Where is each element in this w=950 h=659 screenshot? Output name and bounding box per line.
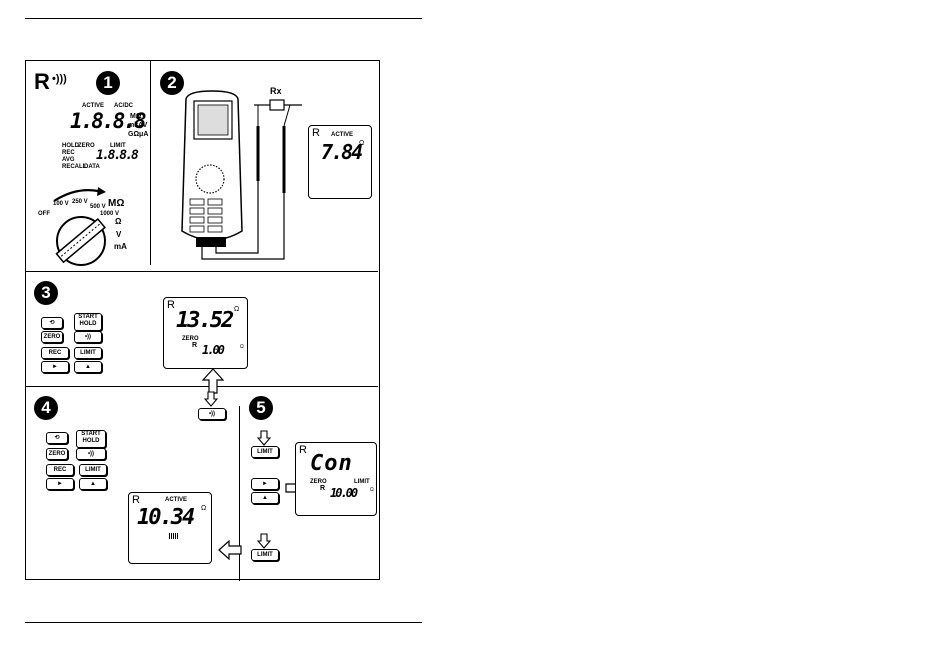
play-button[interactable]: ► (41, 361, 69, 373)
lcd-big-digits: 1.8.8.8 (70, 109, 147, 133)
press-arrow-icon-bottom (257, 533, 271, 549)
buzzer-button[interactable]: •)) (76, 448, 106, 460)
zero-button[interactable]: ZERO (41, 331, 63, 343)
bargraph-icon (169, 533, 179, 539)
mode-label: R (34, 69, 50, 94)
divider-v-bottom (239, 406, 240, 581)
step-3-badge: 3 (34, 281, 58, 305)
meter-with-resistor (181, 90, 302, 260)
lcd-value: 7.84 (321, 140, 363, 164)
divider-h-2 (26, 386, 378, 387)
divider-h-1 (26, 271, 378, 272)
buzzer-icon: •))) (52, 73, 67, 85)
lcd-panel-5: R Con ZERO LIMIT R 10.00 Ω (295, 442, 377, 516)
step-5-badge: 5 (249, 396, 273, 420)
full-lcd-segments: ACTIVE AC/DC 1.8.8.8 MΩ mkAV GΩμA HOLD Z… (62, 103, 149, 170)
zero-button[interactable]: ZERO (46, 448, 68, 460)
lcd-sub-value: 1.00 (202, 343, 225, 357)
step-4-badge: 4 (34, 396, 58, 420)
lcd-value: Con (310, 451, 353, 476)
buzzer-button-pressed[interactable]: •)) (198, 408, 226, 420)
play-button[interactable]: ► (46, 478, 74, 490)
rec-button[interactable]: REC (41, 347, 69, 359)
bottom-rule (25, 622, 422, 623)
step-2-badge: 2 (160, 71, 184, 95)
limit-button[interactable]: LIMIT (79, 464, 107, 476)
lcd-panel-4: R ACTIVE 10.34 Ω (128, 492, 212, 564)
limit-button-top[interactable]: LIMIT (251, 446, 279, 458)
play-button[interactable]: ► (251, 478, 279, 490)
divider-v-top (150, 61, 151, 265)
repeat-button[interactable]: ⟲ (46, 432, 68, 444)
resistor-label: Rx (270, 86, 282, 96)
lcd-sub-value: 10.00 (330, 486, 358, 500)
lcd-value: 10.34 (137, 505, 195, 530)
panel-1: R •))) 1 ACTIVE AC/DC 1.8.8.8 MΩ mkAV GΩ… (26, 61, 150, 269)
limit-button-bottom[interactable]: LIMIT (251, 549, 279, 561)
lcd-small-digits: 1.8.8.8 (96, 148, 139, 163)
rotary-switch (53, 187, 106, 266)
buzzer-button[interactable]: •)) (74, 331, 102, 343)
top-rule (25, 18, 422, 19)
step-1-badge: 1 (96, 71, 120, 95)
up-button[interactable]: ▲ (79, 478, 107, 490)
instruction-figure: R •))) 1 ACTIVE AC/DC 1.8.8.8 MΩ mkAV GΩ… (25, 60, 380, 581)
up-button[interactable]: ▲ (251, 492, 279, 504)
panel-5: 5 LIMIT ► ▲ R Con ZERO LIMIT R 10.00 Ω L… (241, 388, 379, 580)
lcd-panel-3: R 13.52 Ω ZERO R 1.00 Ω (163, 297, 248, 369)
lcd-panel-2: R ACTIVE 7.84 Ω (308, 125, 372, 199)
up-button[interactable]: ▲ (74, 361, 102, 373)
repeat-button[interactable]: ⟲ (41, 317, 63, 329)
press-arrow-icon (257, 430, 271, 446)
lcd-value: 13.52 (176, 308, 234, 333)
left-arrow-icon (218, 540, 242, 560)
limit-button[interactable]: LIMIT (74, 347, 102, 359)
press-arrow-icon (204, 391, 218, 407)
panel-2: 2 Rx R ACTIVE (152, 61, 380, 269)
rec-button[interactable]: REC (46, 464, 74, 476)
